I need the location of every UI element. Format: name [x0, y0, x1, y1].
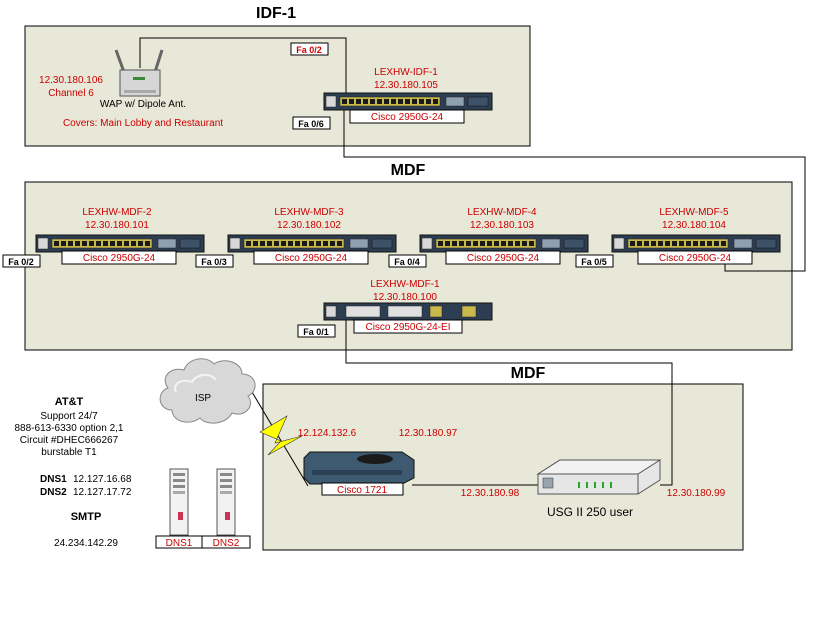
dns1-ip: 12.127.16.68	[73, 474, 132, 485]
firewall-name: USG II 250 user	[547, 505, 633, 519]
mdf-title-top: MDF	[391, 162, 426, 179]
wap-name: WAP w/ Dipole Ant.	[100, 99, 186, 110]
dns2-label: DNS2	[40, 487, 67, 498]
wap-ip: 12.30.180.106	[39, 75, 103, 86]
isp-service: burstable T1	[41, 447, 97, 458]
dns2-server-icon	[216, 468, 236, 536]
switch-mdf3-name: LEXHW-MDF-3	[274, 207, 344, 218]
switch-mdf5: LEXHW-MDF-5 12.30.180.104 Cisco 2950G-24	[611, 207, 781, 265]
switch-mdf1-model: Cisco 2950G-24-EI	[365, 322, 450, 333]
switch-mdf1-name: LEXHW-MDF-1	[370, 279, 440, 290]
smtp-ip: 24.234.142.29	[54, 538, 118, 549]
dns1-label: DNS1	[40, 474, 67, 485]
wap-covers: Covers: Main Lobby and Restaurant	[63, 118, 223, 129]
switch-mdf3-model: Cisco 2950G-24	[275, 253, 348, 264]
wiring	[139, 37, 806, 487]
port-labels: Fa 0/2 Fa 0/6 Fa 0/2 Fa 0/3 Fa 0/4 Fa 0/…	[2, 42, 614, 338]
switch-mdf2-name: LEXHW-MDF-2	[82, 207, 152, 218]
port-fa06: Fa 0/6	[298, 119, 324, 129]
wire-cloud-to-router	[251, 391, 309, 487]
router-lan-ip: 12.30.180.97	[399, 428, 458, 439]
isp-cloud-label: ISP	[195, 393, 211, 404]
port-fa04: Fa 0/4	[394, 257, 420, 267]
switch-mdf2-ip: 12.30.180.101	[85, 220, 149, 231]
isp-company: AT&T	[55, 396, 84, 408]
router-model: Cisco 1721	[337, 485, 387, 496]
firewall-ip: 12.30.180.99	[667, 488, 726, 499]
switch-mdf4-name: LEXHW-MDF-4	[467, 207, 537, 218]
isp-phone: 888-613-6330 option 2,1	[15, 423, 124, 434]
switch-mdf1-ip: 12.30.180.100	[373, 292, 437, 303]
dns1-server-icon	[169, 468, 189, 536]
mdf-title-bottom: MDF	[511, 365, 546, 382]
switch-mdf4-model: Cisco 2950G-24	[467, 253, 540, 264]
router-icon	[303, 451, 415, 485]
switch-idf1-ip: 12.30.180.105	[374, 80, 438, 91]
wire-idf1-to-mdf5	[343, 109, 806, 272]
switch-mdf2-model: Cisco 2950G-24	[83, 253, 156, 264]
switch-mdf5-model: Cisco 2950G-24	[659, 253, 732, 264]
switch-mdf4-ip: 12.30.180.103	[470, 220, 534, 231]
idf1-title: IDF-1	[256, 5, 296, 22]
switch-mdf2: LEXHW-MDF-2 12.30.180.101 Cisco 2950G-24	[35, 207, 205, 265]
wire-mdf1-to-firewall	[345, 320, 673, 486]
switch-mdf5-ip: 12.30.180.104	[662, 220, 726, 231]
router-link-ip: 12.30.180.98	[461, 488, 520, 499]
switch-idf1-name: LEXHW-IDF-1	[374, 67, 438, 78]
switch-mdf4: LEXHW-MDF-4 12.30.180.103 Cisco 2950G-24	[419, 207, 589, 265]
lightning-bolt-icon	[259, 415, 303, 456]
wap-channel: Channel 6	[48, 88, 94, 99]
isp-support: Support 24/7	[40, 411, 98, 422]
switch-idf1: LEXHW-IDF-1 12.30.180.105 Cisco 2950G-24	[323, 67, 493, 124]
switch-mdf3: LEXHW-MDF-3 12.30.180.102 Cisco 2950G-24	[227, 207, 397, 265]
port-fa05: Fa 0/5	[581, 257, 607, 267]
switch-idf1-model: Cisco 2950G-24	[371, 112, 444, 123]
port-fa01: Fa 0/1	[303, 327, 329, 337]
port-fa03: Fa 0/3	[201, 257, 227, 267]
dns1-server-label: DNS1	[166, 538, 193, 549]
idf1-room	[24, 25, 531, 147]
firewall-icon	[536, 459, 662, 495]
smtp-label: SMTP	[71, 511, 102, 523]
wap-icon	[114, 49, 164, 97]
port-fa02-mdf: Fa 0/2	[8, 257, 34, 267]
dns2-ip: 12.127.17.72	[73, 487, 132, 498]
isp-cloud-icon	[159, 358, 256, 424]
wire-wap-to-idf1	[139, 37, 347, 95]
switch-mdf3-ip: 12.30.180.102	[277, 220, 341, 231]
isp-circuit: Circuit #DHEC666267	[20, 435, 119, 446]
switch-mdf5-name: LEXHW-MDF-5	[659, 207, 729, 218]
dns2-server-label: DNS2	[213, 538, 240, 549]
router-wan-ip: 12.124.132.6	[298, 428, 357, 439]
switch-mdf1: LEXHW-MDF-1 12.30.180.100 Cisco 2950G-24…	[323, 279, 493, 334]
port-fa02-idf: Fa 0/2	[296, 45, 322, 55]
